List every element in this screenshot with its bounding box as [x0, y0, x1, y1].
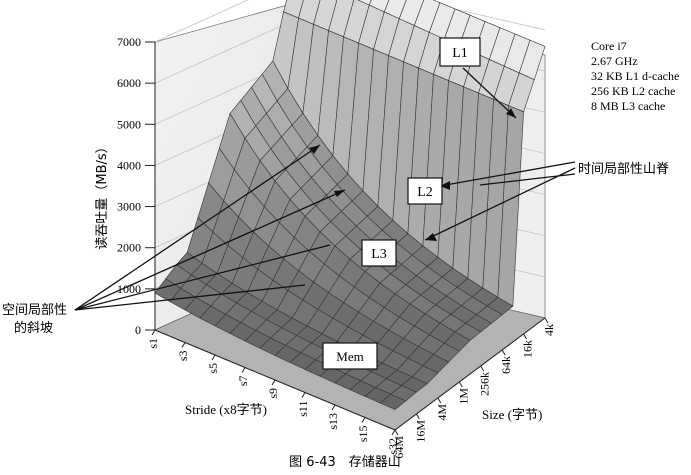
size-tick-mark: [544, 317, 549, 324]
y-tick-label: 1000: [117, 282, 141, 296]
figure-caption: 图 6-43 存储器山: [289, 455, 401, 470]
stride-tick-label: s5: [206, 363, 220, 374]
size-tick-mark: [394, 429, 399, 436]
stride-tick-mark: [211, 354, 216, 361]
size-tick-mark: [458, 381, 463, 388]
stride-tick-label: s7: [236, 376, 250, 387]
size-tick-mark: [523, 333, 528, 340]
y-tick-label: 4000: [117, 158, 141, 172]
mem-label: Mem: [322, 342, 378, 370]
stride-tick-label: s11: [296, 401, 310, 417]
arrow-heads: [309, 108, 516, 241]
size-axis-title: Size (字节): [482, 407, 542, 422]
size-axis-line: [394, 317, 546, 431]
l3-label-text: L3: [371, 247, 387, 262]
size-tick-label: 4k: [542, 324, 556, 336]
l2-label-text: L2: [417, 185, 433, 200]
machine-spec: Core i7 2.67 GHz 32 KB L1 d-cache 256 KB…: [591, 39, 679, 113]
size-tick-label: 16k: [521, 340, 535, 358]
spec-line-2: 32 KB L1 d-cache: [591, 69, 679, 83]
temporal-ridge-label: 时间局部性山脊: [578, 162, 669, 177]
spec-line-3: 256 KB L2 cache: [591, 84, 675, 98]
stride-axis-title: Stride (x8字节): [185, 402, 267, 417]
annotation-arrows: [74, 67, 576, 311]
l2-label: L2: [407, 177, 443, 205]
size-tick-mark: [501, 349, 506, 356]
stride-axis-ticks: s1 s3 s5 s7 s9 s11 s13 s15 s32: [146, 329, 400, 455]
size-tick-mark: [437, 397, 442, 404]
stride-tick-label: s32: [386, 438, 400, 455]
wall-gridline: [154, 0, 249, 43]
surface-facet: [379, 393, 407, 410]
spatial-slope-label-line1: 空间局部性: [2, 303, 67, 318]
stride-tick-mark: [301, 392, 306, 398]
size-tick-label: 16M: [413, 420, 427, 443]
stride-tick-label: s13: [326, 413, 340, 430]
y-tick-label: 5000: [117, 117, 141, 131]
l1-label: L1: [439, 37, 481, 67]
l3-label: L3: [361, 239, 397, 267]
y-tick-label: 3000: [117, 200, 141, 214]
stride-tick-label: s15: [356, 426, 370, 443]
size-tick-mark: [480, 365, 485, 372]
y-tick-label: 6000: [117, 76, 141, 90]
y-tick-label: 7000: [117, 35, 141, 49]
stride-tick-label: s9: [266, 388, 280, 399]
stride-tick-mark: [181, 342, 186, 348]
stride-tick-mark: [391, 429, 396, 436]
throughput-surface: [154, 0, 546, 410]
size-axis-ticks: 64M 16M 4M 1M 256k 64k 16k 4k: [392, 317, 556, 459]
spatial-slope-label-line2: 的斜坡: [14, 320, 53, 336]
stride-tick-mark: [241, 367, 246, 373]
y-axis-ticks: 0 1000 2000 3000 4000 5000 6000 7000: [117, 35, 155, 337]
spec-line-0: Core i7: [591, 39, 627, 53]
stride-tick-mark: [271, 379, 276, 386]
y-tick-label: 0: [135, 323, 141, 337]
stride-tick-mark: [151, 329, 156, 336]
spec-line-1: 2.67 GHz: [591, 54, 638, 68]
size-tick-label: 64M: [392, 436, 406, 459]
mem-label-text: Mem: [336, 349, 363, 364]
size-tick-label: 64k: [499, 356, 513, 374]
size-tick-label: 1M: [456, 388, 470, 405]
spec-line-4: 8 MB L3 cache: [591, 99, 665, 113]
size-tick-mark: [415, 413, 420, 420]
size-tick-label: 4M: [435, 404, 449, 421]
l1-label-text: L1: [452, 46, 468, 61]
y-axis-title: 读吞吐量（MB/s）: [95, 140, 110, 249]
stride-tick-mark: [331, 404, 336, 411]
stride-tick-mark: [361, 417, 366, 423]
stride-tick-label: s3: [176, 351, 190, 362]
stride-tick-label: s1: [146, 338, 160, 349]
wall-gridline: [154, 14, 306, 84]
size-tick-label: 256k: [478, 372, 492, 396]
y-tick-label: 2000: [117, 241, 141, 255]
